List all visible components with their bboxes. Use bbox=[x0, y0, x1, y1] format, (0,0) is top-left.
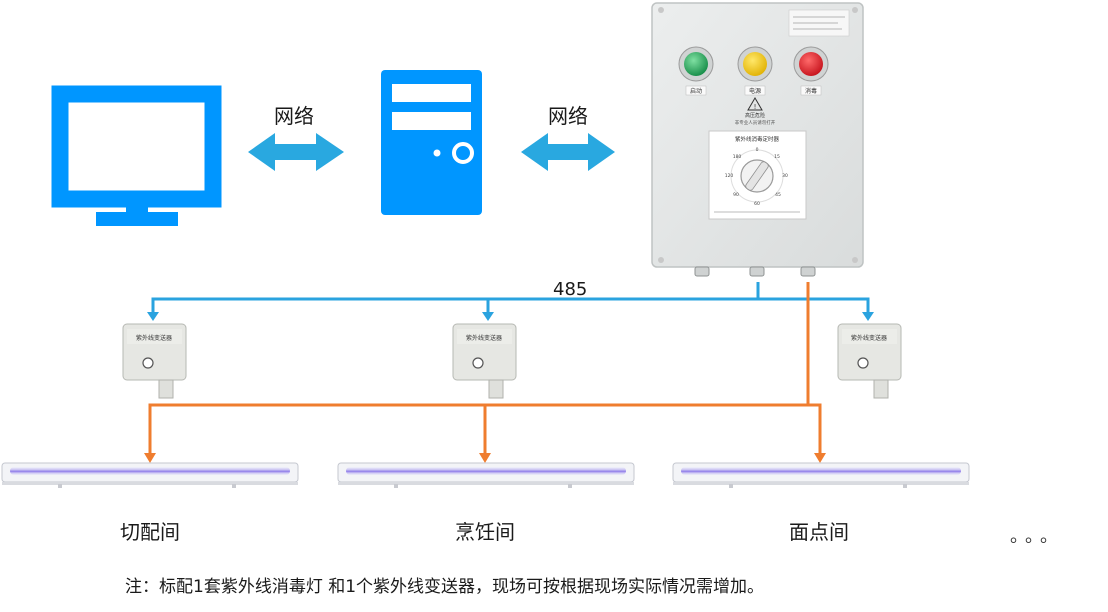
svg-text:!: ! bbox=[754, 103, 757, 111]
bus-label-485: 485 bbox=[553, 279, 588, 300]
server-icon bbox=[381, 70, 482, 215]
cable-gland bbox=[694, 266, 710, 277]
rs485-bus bbox=[151, 282, 870, 314]
uv-transmitter-1: 紫外线变送器 bbox=[122, 323, 187, 399]
uv-transmitter-2: 紫外线变送器 bbox=[452, 323, 517, 399]
timer-title: 紫外线消毒定时器 bbox=[735, 135, 780, 143]
warning-text: 非专业人员请勿打开 bbox=[735, 119, 776, 126]
cable-gland bbox=[749, 266, 765, 277]
lamp-label-start: 启动 bbox=[690, 87, 702, 95]
control-box: 启动 电源 消毒 ! 高压危险 非专业人员请勿打开 紫外线消毒定时器 0 15 … bbox=[651, 2, 864, 277]
timer-tick: 45 bbox=[775, 192, 781, 198]
uv-lamp-2 bbox=[337, 462, 635, 488]
monitor-icon bbox=[51, 85, 222, 226]
transmitter-label: 紫外线变送器 bbox=[851, 334, 887, 342]
network-arrow-right bbox=[521, 133, 615, 171]
high-voltage-warning: ! 高压危险 非专业人员请勿打开 bbox=[735, 97, 776, 126]
power-line bbox=[148, 282, 822, 455]
uv-transmitter-3: 紫外线变送器 bbox=[837, 323, 902, 399]
network-arrow-left bbox=[248, 133, 344, 171]
room-label-pastry: 面点间 bbox=[789, 520, 849, 544]
cable-gland bbox=[800, 266, 816, 277]
timer-tick: 60 bbox=[754, 201, 760, 207]
disinfect-lamp bbox=[799, 52, 823, 76]
transmitter-label: 紫外线变送器 bbox=[466, 334, 502, 342]
timer-tick: 30 bbox=[782, 173, 788, 179]
start-lamp bbox=[684, 52, 708, 76]
uv-lamp-1 bbox=[1, 462, 299, 488]
footnote: 注：标配1套紫外线消毒灯 和1个紫外线变送器，现场可按根据现场实际情况需增加。 bbox=[125, 577, 765, 597]
timer-tick: 120 bbox=[725, 173, 734, 179]
uv-lamp-3 bbox=[672, 462, 970, 488]
more-rooms-ellipsis: 。。。 bbox=[1010, 526, 1064, 547]
timer-tick: 90 bbox=[733, 192, 739, 198]
timer-panel: 紫外线消毒定时器 0 15 30 45 60 90 120 180 bbox=[708, 130, 807, 220]
power-arrowheads bbox=[144, 453, 826, 463]
rs485-arrowheads bbox=[147, 312, 874, 321]
timer-tick: 0 bbox=[756, 147, 759, 153]
room-label-cutting: 切配间 bbox=[120, 520, 180, 544]
timer-tick: 15 bbox=[774, 154, 780, 160]
room-label-cooking: 烹饪间 bbox=[455, 520, 515, 544]
network-label-left: 网络 bbox=[274, 104, 314, 128]
lamp-label-disinfect: 消毒 bbox=[805, 87, 817, 95]
warning-title: 高压危险 bbox=[745, 112, 765, 119]
lamp-label-power: 电源 bbox=[749, 87, 761, 95]
transmitter-label: 紫外线变送器 bbox=[136, 334, 172, 342]
network-label-right: 网络 bbox=[548, 104, 588, 128]
timer-tick: 180 bbox=[733, 154, 742, 160]
power-lamp bbox=[743, 52, 767, 76]
